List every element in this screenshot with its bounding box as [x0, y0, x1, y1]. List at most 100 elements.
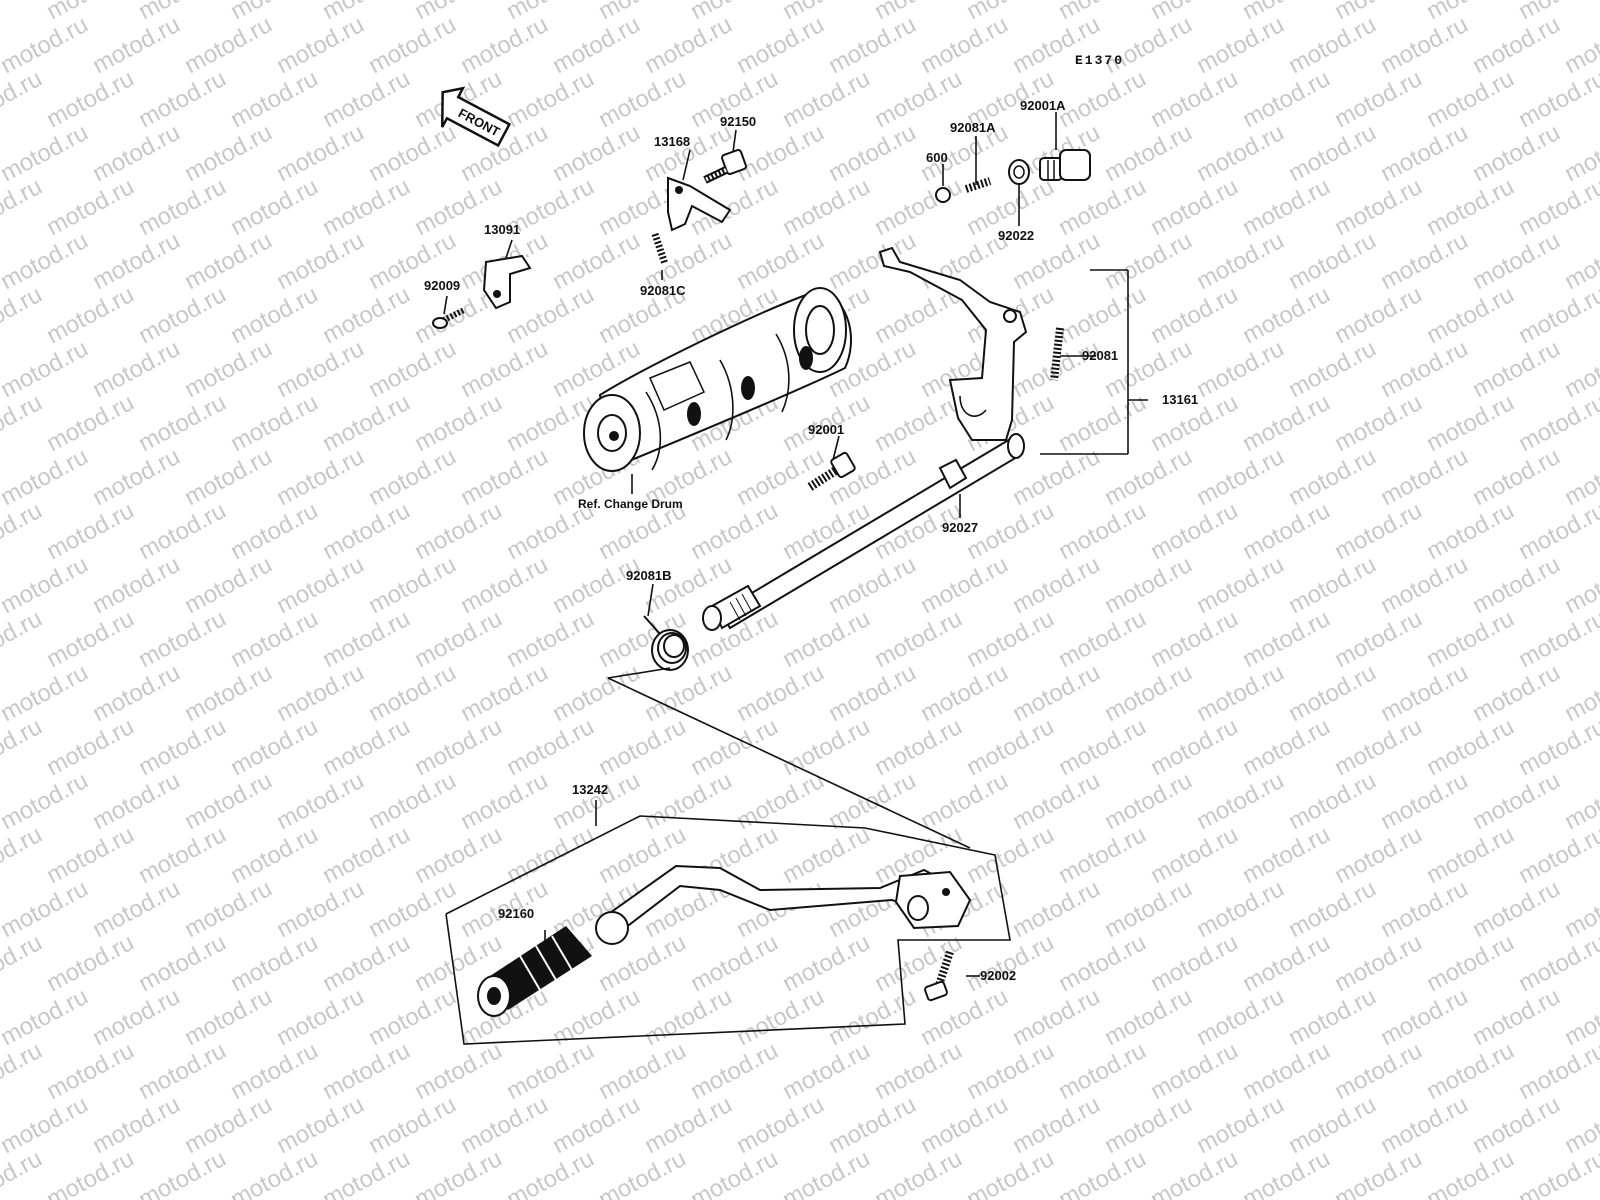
watermark-text: motod.ru	[1100, 551, 1196, 619]
watermark-text: motod.ru	[778, 1145, 874, 1200]
callout-92027: 92027	[942, 520, 978, 535]
watermark-text: motod.ru	[1376, 983, 1472, 1051]
watermark-text: motod.ru	[318, 0, 414, 25]
watermark-text: motod.ru	[180, 659, 276, 727]
watermark-text: motod.ru	[364, 119, 460, 187]
watermark-text: motod.ru	[180, 119, 276, 187]
watermark-text: motod.ru	[1468, 119, 1564, 187]
watermark-text: motod.ru	[88, 767, 184, 835]
watermark-text: motod.ru	[1376, 767, 1472, 835]
watermark-text: motod.ru	[732, 119, 828, 187]
watermark-text: motod.ru	[870, 389, 966, 457]
watermark-text: motod.ru	[134, 1145, 230, 1200]
watermark-text: motod.ru	[134, 389, 230, 457]
watermark-text: motod.ru	[824, 659, 920, 727]
watermark-text: motod.ru	[1468, 875, 1564, 943]
shift-shaft-92027-drawing	[702, 433, 1025, 631]
watermark-text: motod.ru	[1514, 1145, 1600, 1200]
callout-92009: 92009	[424, 278, 460, 293]
watermark-text: motod.ru	[1192, 767, 1288, 835]
watermark-text: motod.ru	[732, 227, 828, 295]
watermark-text: motod.ru	[42, 389, 138, 457]
watermark-text: motod.ru	[42, 1037, 138, 1105]
spring-92081A-drawing	[964, 177, 992, 193]
leader-lines	[443, 112, 1148, 1045]
watermark-text: motod.ru	[1422, 821, 1518, 889]
watermark-text: motod.ru	[42, 65, 138, 133]
watermark-text: motod.ru	[1330, 0, 1426, 25]
watermark-text: motod.ru	[1238, 929, 1334, 997]
watermark-text: motod.ru	[42, 173, 138, 241]
watermark-text: motod.ru	[1238, 1145, 1334, 1200]
watermark-text: motod.ru	[134, 929, 230, 997]
watermark-text: motod.ru	[1468, 1091, 1564, 1159]
watermark-text: motod.ru	[548, 1091, 644, 1159]
watermark-text: motod.ru	[42, 497, 138, 565]
watermark-text: motod.ru	[226, 281, 322, 349]
watermark-text: motod.ru	[548, 551, 644, 619]
watermark-text: motod.ru	[1054, 0, 1150, 25]
watermark-text: motod.ru	[1192, 443, 1288, 511]
watermark-text: motod.ru	[732, 443, 828, 511]
watermark-text: motod.ru	[502, 0, 598, 25]
watermark-text: motod.ru	[180, 875, 276, 943]
watermark-text: motod.ru	[1100, 659, 1196, 727]
watermark-text: motod.ru	[640, 983, 736, 1051]
watermark-text: motod.ru	[42, 1145, 138, 1200]
watermark-text: motod.ru	[134, 713, 230, 781]
watermark-text: motod.ru	[1422, 65, 1518, 133]
plate-13168-drawing	[667, 176, 732, 232]
watermark-text: motod.ru	[502, 281, 598, 349]
callout-92150: 92150	[720, 114, 756, 129]
watermark-text: motod.ru	[1054, 281, 1150, 349]
watermark-text: motod.ru	[1514, 389, 1600, 457]
watermark-text: motod.ru	[42, 713, 138, 781]
watermark-text: motod.ru	[1284, 1091, 1380, 1159]
watermark-text: motod.ru	[778, 605, 874, 673]
watermark-text: motod.ru	[1468, 443, 1564, 511]
watermark-text: motod.ru	[134, 281, 230, 349]
watermark-text: motod.ru	[456, 1091, 552, 1159]
watermark-text: motod.ru	[502, 1037, 598, 1105]
watermark-text: motod.ru	[364, 11, 460, 79]
watermark-text: motod.ru	[410, 713, 506, 781]
rubber-92160-drawing	[477, 926, 592, 1017]
watermark-text: motod.ru	[870, 605, 966, 673]
watermark-text: motod.ru	[686, 713, 782, 781]
watermark-text: motod.ru	[962, 605, 1058, 673]
watermark-text: motod.ru	[1192, 119, 1288, 187]
watermark-text: motod.ru	[686, 0, 782, 25]
watermark-text: motod.ru	[1054, 929, 1150, 997]
ref-change-drum-label: Ref. Change Drum	[578, 497, 683, 511]
watermark-text: motod.ru	[88, 11, 184, 79]
watermark-text: motod.ru	[1468, 767, 1564, 835]
callout-92081B: 92081B	[626, 568, 672, 583]
watermark-text: motod.ru	[272, 551, 368, 619]
callout-92160: 92160	[498, 906, 534, 921]
watermark-text: motod.ru	[0, 443, 92, 511]
watermark-text: motod.ru	[640, 1091, 736, 1159]
watermark-text: motod.ru	[778, 173, 874, 241]
watermark-text: motod.ru	[134, 821, 230, 889]
watermark-text: motod.ru	[1100, 1091, 1196, 1159]
watermark-text: motod.ru	[1284, 11, 1380, 79]
watermark-text: motod.ru	[1146, 605, 1242, 673]
watermark-text: motod.ru	[318, 497, 414, 565]
watermark-text: motod.ru	[1146, 0, 1242, 25]
watermark-text: motod.ru	[778, 713, 874, 781]
spring-92081C-drawing	[651, 232, 669, 266]
watermark-text: motod.ru	[870, 1037, 966, 1105]
watermark-text: motod.ru	[1514, 65, 1600, 133]
watermark-text: motod.ru	[1054, 713, 1150, 781]
watermark-text: motod.ru	[1238, 65, 1334, 133]
watermark-text: motod.ru	[0, 875, 92, 943]
change-drum-drawing	[583, 287, 852, 472]
watermark-text: motod.ru	[1238, 281, 1334, 349]
watermark-text: motod.ru	[1100, 119, 1196, 187]
watermark-text: motod.ru	[824, 767, 920, 835]
watermark-text: motod.ru	[456, 335, 552, 403]
watermark-text: motod.ru	[226, 389, 322, 457]
watermark-text: motod.ru	[364, 443, 460, 511]
watermark-text: motod.ru	[1192, 983, 1288, 1051]
